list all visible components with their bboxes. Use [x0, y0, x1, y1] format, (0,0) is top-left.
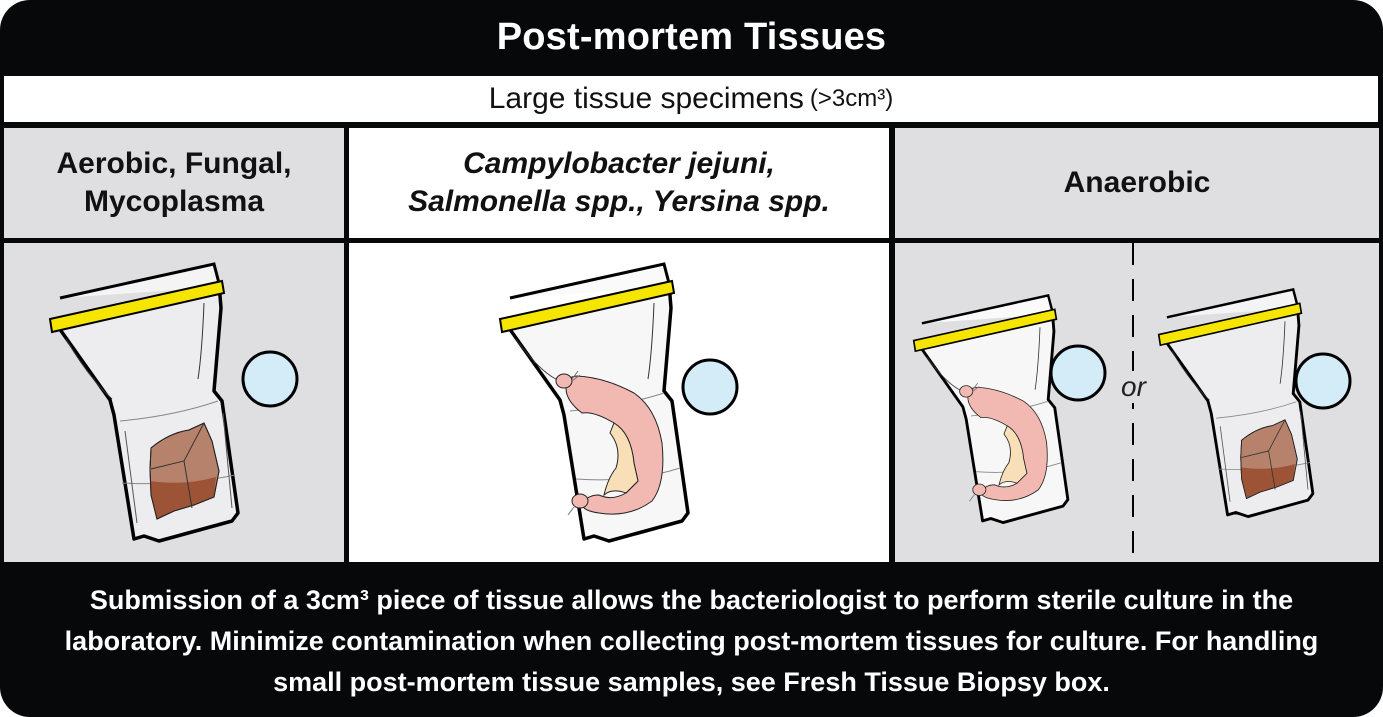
swab-cap-icon — [241, 350, 299, 408]
subtitle-bar: Large tissue specimens (>3cm³) — [4, 76, 1378, 122]
aerobic-illustration-cell — [4, 243, 344, 562]
column-header-aerobic-line2: Mycoplasma — [83, 185, 265, 218]
subtitle-size-note: (>3cm³) — [809, 85, 894, 112]
anaerobic-illustration-cell: or — [895, 243, 1379, 562]
column-header-enteric: Campylobacter jejuni, Salmonella spp., Y… — [349, 128, 889, 238]
swab-cap-icon — [1294, 352, 1352, 410]
footer-text: Submission of a 3cm³ piece of tissue all… — [64, 585, 1319, 697]
swab-cap-icon — [1049, 344, 1107, 402]
footer-note: Submission of a 3cm³ piece of tissue all… — [0, 566, 1383, 717]
column-header-anaerobic-label: Anaerobic — [1063, 166, 1211, 199]
column-header-anaerobic: Anaerobic — [895, 128, 1379, 238]
specimen-bag-intestine-icon — [498, 262, 739, 543]
column-header-enteric-line1: Campylobacter jejuni, — [463, 147, 775, 180]
enteric-illustration-cell — [349, 243, 889, 562]
or-separator: or — [1119, 371, 1148, 403]
column-header-aerobic: Aerobic, Fungal, Mycoplasma — [4, 128, 344, 238]
swab-cap-icon — [681, 358, 739, 416]
column-header-enteric-line2: Salmonella spp., Yersina spp. — [408, 185, 830, 218]
subtitle-main: Large tissue specimens — [488, 82, 804, 115]
anaerobic-options-icon — [912, 243, 1352, 562]
specimen-bag-tissue-cube-icon — [48, 262, 299, 543]
diagram-title: Post-mortem Tissues — [496, 15, 887, 58]
column-header-aerobic-line1: Aerobic, Fungal, — [56, 147, 292, 180]
